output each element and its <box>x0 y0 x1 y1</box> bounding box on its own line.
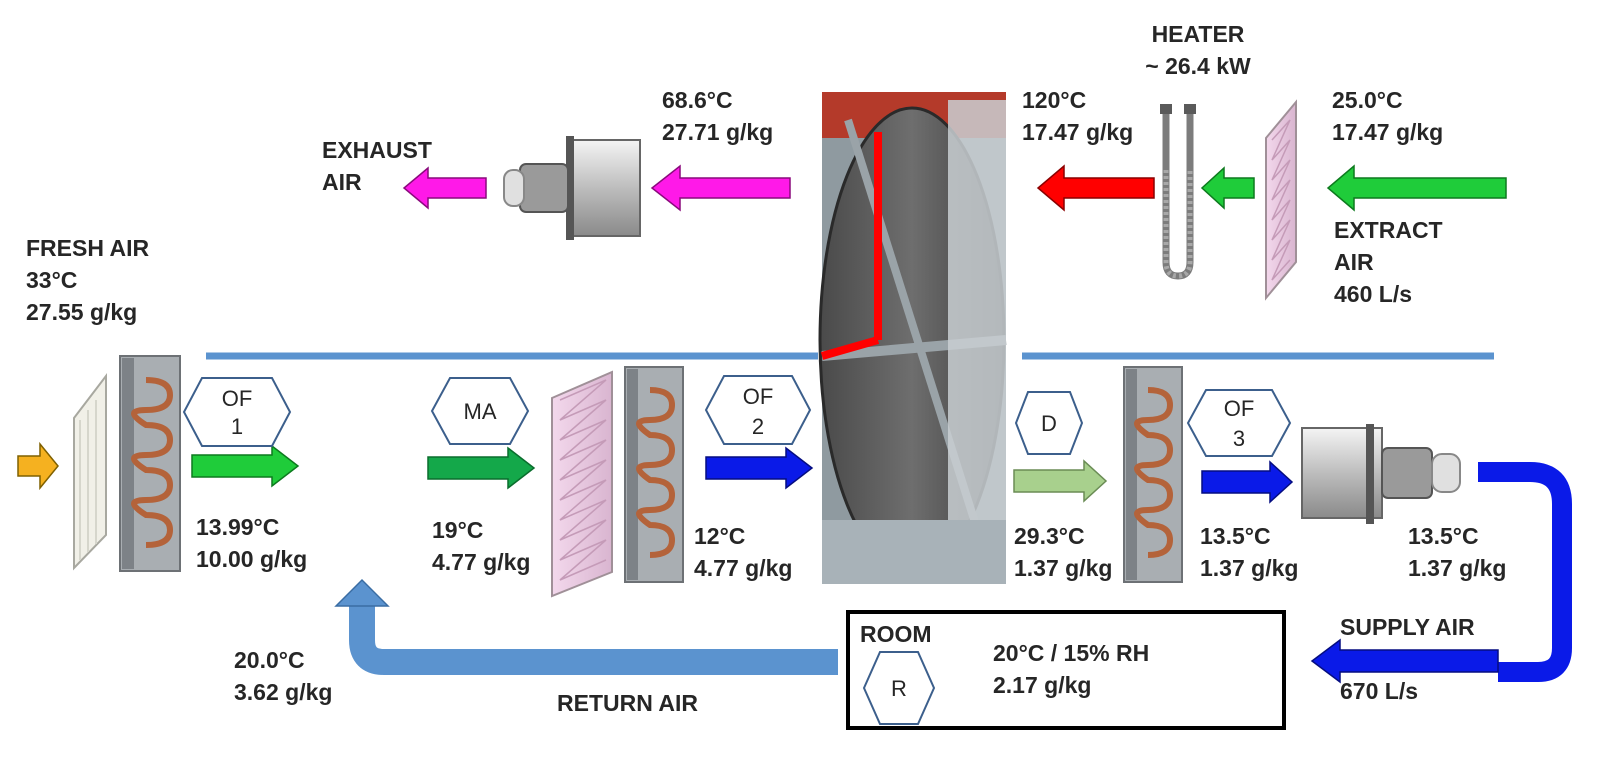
tag-of1-line1: OF <box>222 386 253 411</box>
mixed-air-label: 19°C 4.77 g/kg <box>432 514 530 578</box>
after-coil3-temp: 13.5°C <box>1200 523 1271 549</box>
return-temp: 20.0°C <box>234 647 305 673</box>
after-heater-temp: 120°C <box>1022 87 1087 113</box>
heater-title: HEATER <box>1151 21 1245 47</box>
after-wheel-label: 29.3°C 1.37 g/kg <box>1014 520 1112 584</box>
after-heater-label: 120°C 17.47 g/kg <box>1022 84 1133 148</box>
after-coil2-humidity: 4.77 g/kg <box>694 555 793 581</box>
after-wheel-temp: 29.3°C <box>1014 523 1085 549</box>
supply-air-arrow <box>1310 638 1499 684</box>
exhaust-humidity: 27.71 g/kg <box>662 119 774 145</box>
cooling-coil-2-icon <box>624 366 684 583</box>
tag-of2-line1: OF <box>743 384 774 409</box>
tag-r-hexagon <box>862 651 936 725</box>
air-arrow-after-wheel <box>1013 459 1108 503</box>
exhaust-state-label: 68.6°C 27.71 g/kg <box>662 84 773 148</box>
tag-r-label: R <box>891 676 907 701</box>
tag-of2-hexagon <box>704 375 812 445</box>
extract-air-arrow <box>1326 164 1507 212</box>
after-coil1-temp: 13.99°C <box>196 514 280 540</box>
fresh-temp: 33°C <box>26 267 78 293</box>
extract-temp: 25.0°C <box>1332 87 1403 113</box>
return-air-arrowhead <box>334 578 390 607</box>
supply-state-label: 13.5°C 1.37 g/kg <box>1408 520 1506 584</box>
after-coil1-humidity: 10.00 g/kg <box>196 546 308 572</box>
pre-filter-icon <box>73 373 107 571</box>
tag-of3-line2: 3 <box>1233 426 1245 451</box>
extract-filter-icon <box>1265 99 1297 301</box>
tag-d-hexagon <box>1014 391 1084 455</box>
return-air-duct <box>349 604 838 675</box>
exhaust-arrow-from-wheel <box>650 164 791 212</box>
tag-ma-hexagon <box>430 377 530 445</box>
desiccant-wheel-icon <box>818 92 1007 584</box>
extract-flow: 460 L/s <box>1334 281 1412 307</box>
fresh-air-arrow <box>17 441 59 491</box>
fresh-humidity: 27.55 g/kg <box>26 299 138 325</box>
return-humidity: 3.62 g/kg <box>234 679 333 705</box>
extract-line1: EXTRACT <box>1334 217 1443 243</box>
tag-of3-line1: OF <box>1224 396 1255 421</box>
tag-of1-hexagon <box>182 377 292 447</box>
room-title: ROOM <box>860 621 932 647</box>
hot-air-arrow <box>1036 164 1155 212</box>
heater-label: HEATER ~ 26.4 kW <box>1120 18 1276 82</box>
supply-humidity: 1.37 g/kg <box>1408 555 1507 581</box>
extract-state-label: 25.0°C 17.47 g/kg <box>1332 84 1443 148</box>
tag-of2-line2: 2 <box>752 414 764 439</box>
air-arrow-mixed <box>427 446 536 490</box>
supply-air-title: SUPPLY AIR <box>1340 614 1475 640</box>
supply-temp: 13.5°C <box>1408 523 1479 549</box>
supply-fan-icon <box>1301 424 1461 524</box>
mixed-humidity: 4.77 g/kg <box>432 549 531 575</box>
exhaust-line1: EXHAUST <box>322 137 432 163</box>
exhaust-temp: 68.6°C <box>662 87 733 113</box>
mixed-air-filter-icon <box>551 370 613 598</box>
tag-of1-line2: 1 <box>231 414 243 439</box>
after-coil1-label: 13.99°C 10.00 g/kg <box>196 511 307 575</box>
exhaust-line2: AIR <box>322 169 362 195</box>
room-humidity: 2.17 g/kg <box>993 672 1092 698</box>
mixed-temp: 19°C <box>432 517 484 543</box>
extract-humidity: 17.47 g/kg <box>1332 119 1444 145</box>
after-coil2-label: 12°C 4.77 g/kg <box>694 520 792 584</box>
tag-of3-hexagon <box>1186 389 1292 457</box>
extract-air-label: EXTRACT AIR 460 L/s <box>1334 214 1443 310</box>
air-arrow-after-coil2 <box>705 446 814 490</box>
air-arrow-after-coil3 <box>1201 460 1294 504</box>
supply-air-duct-turn <box>1478 462 1572 682</box>
after-heater-humidity: 17.47 g/kg <box>1022 119 1134 145</box>
after-wheel-humidity: 1.37 g/kg <box>1014 555 1113 581</box>
fresh-air-label: FRESH AIR 33°C 27.55 g/kg <box>26 232 149 328</box>
air-arrow-after-coil1 <box>191 444 300 488</box>
return-air-title: RETURN AIR <box>557 690 698 716</box>
after-coil2-temp: 12°C <box>694 523 746 549</box>
tag-d-label: D <box>1041 411 1057 436</box>
after-coil3-humidity: 1.37 g/kg <box>1200 555 1299 581</box>
exhaust-fan-icon <box>503 136 641 240</box>
supply-air-flow: 670 L/s <box>1340 678 1418 704</box>
cooling-coil-3-icon <box>1123 366 1183 583</box>
room-state-label: 20°C / 15% RH 2.17 g/kg <box>993 637 1149 701</box>
extract-arrow-to-heater <box>1200 166 1255 210</box>
room-box <box>846 610 1286 730</box>
fresh-title: FRESH AIR <box>26 235 150 261</box>
after-coil3-label: 13.5°C 1.37 g/kg <box>1200 520 1298 584</box>
room-condition: 20°C / 15% RH <box>993 640 1150 666</box>
tag-ma-label: MA <box>464 399 497 424</box>
heater-power: ~ 26.4 kW <box>1145 53 1251 79</box>
return-state-label: 20.0°C 3.62 g/kg <box>234 644 332 708</box>
extract-line2: AIR <box>1334 249 1374 275</box>
exhaust-air-label: EXHAUST AIR <box>322 134 432 198</box>
cooling-coil-1-icon <box>119 355 181 572</box>
exhaust-air-arrow <box>402 166 487 210</box>
heater-element-icon <box>1160 104 1196 280</box>
